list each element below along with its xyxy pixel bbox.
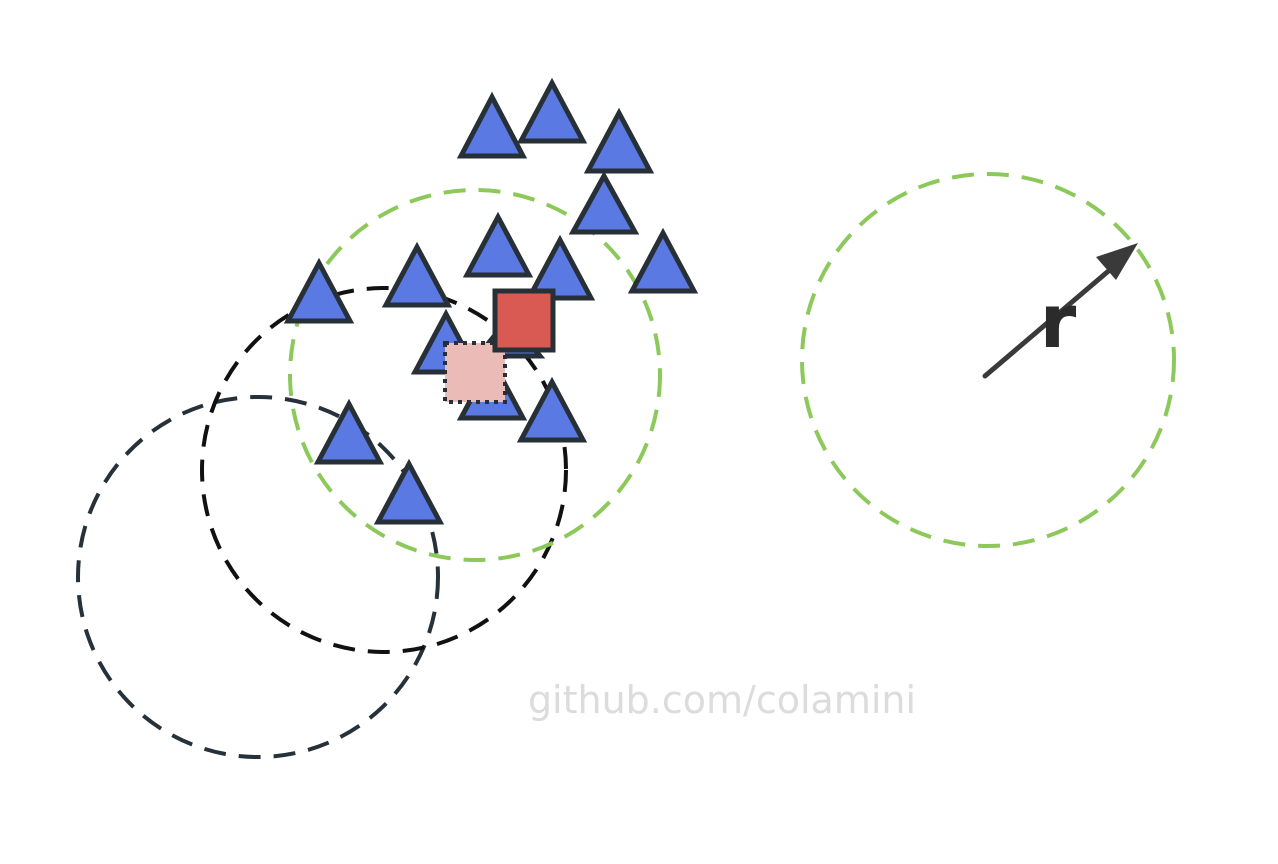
radius-arrow-shaft	[982, 265, 1115, 379]
dotted-square-icon	[443, 341, 507, 404]
triangle-icon	[524, 234, 596, 301]
history-windows	[76, 286, 568, 759]
triangle-icon	[373, 458, 445, 525]
triangle-icon	[627, 227, 699, 294]
triangle-icon	[583, 107, 655, 174]
neighborhood-circle-reference	[800, 172, 1176, 548]
triangle-icon	[462, 211, 534, 278]
triangle-icon	[568, 170, 640, 235]
triangle-icon	[516, 77, 588, 144]
history-circle-oldest	[76, 395, 440, 759]
radius-legend: r	[800, 172, 1176, 548]
history-circle-previous	[200, 286, 568, 654]
triangle-icon	[313, 398, 385, 465]
triangle-icon	[456, 91, 528, 159]
triangle-icon	[381, 241, 453, 308]
neighborhood-circle-active	[288, 188, 662, 562]
triangle-icon	[516, 376, 588, 443]
data-points	[283, 77, 699, 525]
arrow-head-icon	[1096, 243, 1138, 280]
watermark: github.com/colamini	[528, 678, 916, 722]
radius-label: r	[1040, 279, 1077, 365]
triangle-icon	[283, 257, 355, 324]
filled-square-icon	[492, 288, 556, 353]
